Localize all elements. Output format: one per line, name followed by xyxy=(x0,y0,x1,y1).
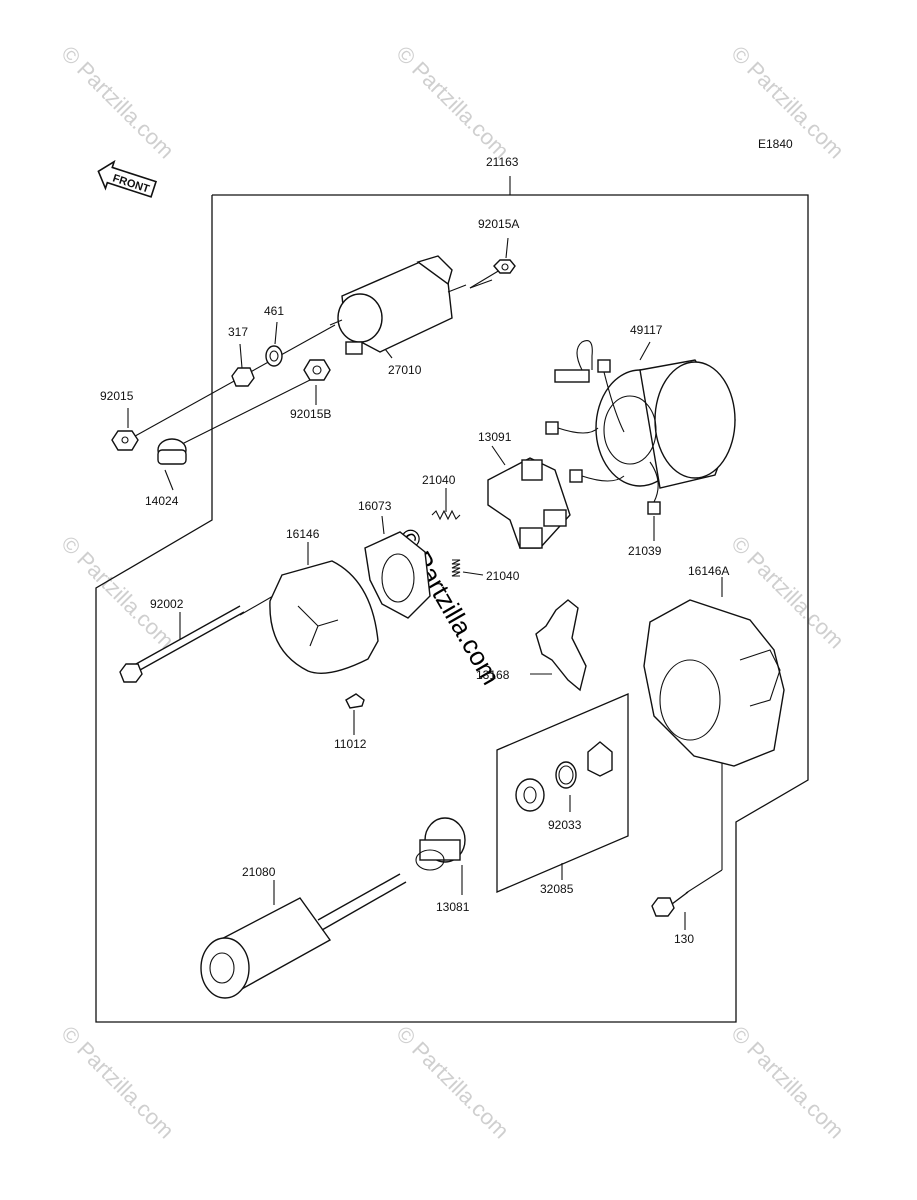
part-13091-brush-holder[interactable] xyxy=(487,457,571,549)
assembly-frame xyxy=(95,194,809,1023)
part-317-nut[interactable] xyxy=(231,367,255,387)
part-27010-solenoid[interactable] xyxy=(329,255,467,355)
part-label-27010[interactable]: 27010 xyxy=(388,363,422,377)
part-130-bolt[interactable] xyxy=(651,891,689,917)
part-label-13081[interactable]: 13081 xyxy=(436,900,470,914)
part-label-92015[interactable]: 92015 xyxy=(100,389,134,403)
part-13168-lever[interactable] xyxy=(535,599,587,692)
part-461-washer[interactable] xyxy=(265,345,283,367)
part-label-21163[interactable]: 21163 xyxy=(486,155,519,169)
part-label-16146[interactable]: 16146 xyxy=(286,527,320,541)
watermark: © Partzilla.com xyxy=(56,1021,179,1144)
part-label-16146a[interactable]: 16146A xyxy=(688,564,729,578)
part-label-21040-b[interactable]: 21040 xyxy=(486,569,520,583)
part-16073-plate[interactable] xyxy=(364,531,431,619)
watermark-layer: © Partzilla.com © Partzilla.com © Partzi… xyxy=(56,41,849,1144)
kit-frame xyxy=(496,693,629,893)
part-label-92015b[interactable]: 92015B xyxy=(290,407,331,421)
part-32085-stop-ring[interactable] xyxy=(515,778,545,812)
part-label-317[interactable]: 317 xyxy=(228,325,248,339)
part-92015a-nut[interactable] xyxy=(493,259,516,274)
diagram-code: E1840 xyxy=(758,137,793,151)
part-label-461[interactable]: 461 xyxy=(264,304,284,318)
part-label-layer: 21163 92015A 461 317 27010 49117 92015 9… xyxy=(100,155,729,946)
part-14024-boot[interactable] xyxy=(157,438,187,465)
part-label-13091[interactable]: 13091 xyxy=(478,430,512,444)
part-49117-yoke[interactable] xyxy=(545,340,736,515)
part-label-13168[interactable]: 13168 xyxy=(476,668,510,682)
part-label-32085[interactable]: 32085 xyxy=(540,882,574,896)
part-11012-cap[interactable] xyxy=(345,693,365,709)
part-label-92033[interactable]: 92033 xyxy=(548,818,582,832)
part-21040-spring-2[interactable] xyxy=(451,559,461,577)
part-16146a-front-housing[interactable] xyxy=(643,599,785,767)
part-16146-rear-cover[interactable] xyxy=(269,560,379,674)
part-92033-circlip[interactable] xyxy=(555,761,577,789)
part-label-21040[interactable]: 21040 xyxy=(422,473,456,487)
part-label-49117[interactable]: 49117 xyxy=(630,323,663,337)
part-label-14024[interactable]: 14024 xyxy=(145,494,179,508)
part-label-16073[interactable]: 16073 xyxy=(358,499,392,513)
part-label-21039[interactable]: 21039 xyxy=(628,544,662,558)
watermark: © Partzilla.com xyxy=(726,1021,849,1144)
watermark: © Partzilla.com xyxy=(391,1021,514,1144)
part-label-92002[interactable]: 92002 xyxy=(150,597,184,611)
part-21040-spring[interactable] xyxy=(431,509,461,521)
part-32085-collar[interactable] xyxy=(587,741,613,777)
part-21080-armature[interactable] xyxy=(200,873,407,999)
watermark: © Partzilla.com xyxy=(56,41,179,164)
watermark: © Partzilla.com xyxy=(56,531,179,654)
part-92002-through-bolt[interactable] xyxy=(119,605,245,683)
part-label-21080[interactable]: 21080 xyxy=(242,865,276,879)
part-label-92015a[interactable]: 92015A xyxy=(478,217,519,231)
front-arrow-icon: FRONT xyxy=(97,159,158,198)
part-92015b-nut[interactable] xyxy=(303,359,331,381)
leader-lines xyxy=(127,237,723,930)
part-label-130[interactable]: 130 xyxy=(674,932,694,946)
part-13081-pinion[interactable] xyxy=(415,817,466,871)
part-92015-nut[interactable] xyxy=(111,430,139,451)
watermark: © Partzilla.com xyxy=(391,41,514,164)
part-label-11012[interactable]: 11012 xyxy=(334,737,367,751)
